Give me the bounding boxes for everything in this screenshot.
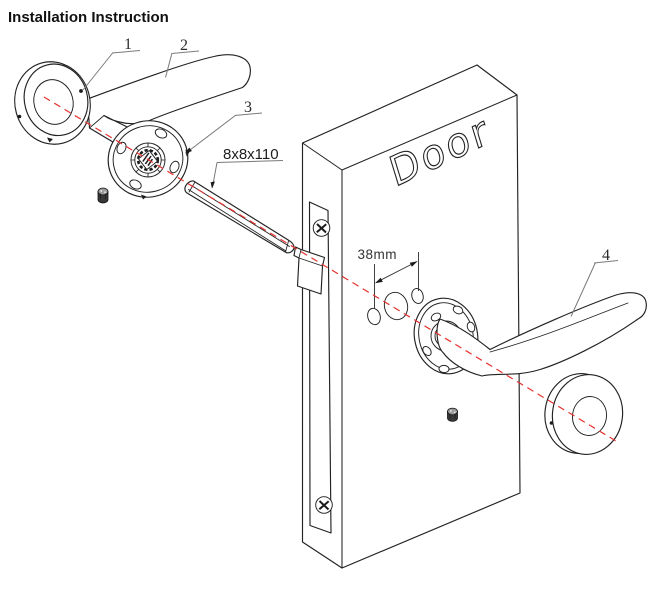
rose-cover-1: [14, 61, 91, 145]
callout-part-1: 1: [82, 36, 141, 91]
lever-handle-4: [436, 292, 647, 377]
faceplate-screw-top: [312, 219, 331, 237]
part-label-4: 4: [602, 247, 610, 264]
callout-part-4: 4: [570, 247, 619, 317]
callout-part-2: 2: [165, 37, 200, 78]
page-title: Installation Instruction: [8, 9, 169, 26]
rose-cover-ring: [544, 373, 624, 455]
mortise-faceplate: [308, 201, 332, 534]
centerline: [43, 96, 617, 442]
part-label-1: 1: [124, 36, 132, 53]
part-label-2: 2: [180, 37, 188, 54]
mounting-nut-right: [447, 407, 458, 422]
backset-label: 38mm: [358, 247, 398, 262]
mounting-nut-left: [97, 187, 109, 204]
spindle-8x8x110: [184, 180, 295, 254]
part-label-3: 3: [244, 99, 252, 116]
callout-part-3: 3: [185, 99, 263, 154]
backset-dimension: 38mm: [358, 247, 419, 309]
door-panel: [301, 64, 521, 569]
latch-bolt: [293, 246, 326, 295]
door-holes: [367, 288, 424, 326]
spindle-size-label: 8x8x110: [223, 146, 279, 163]
faceplate-screw-bottom: [315, 496, 333, 514]
callout-spindle: 8x8x110: [210, 146, 284, 189]
